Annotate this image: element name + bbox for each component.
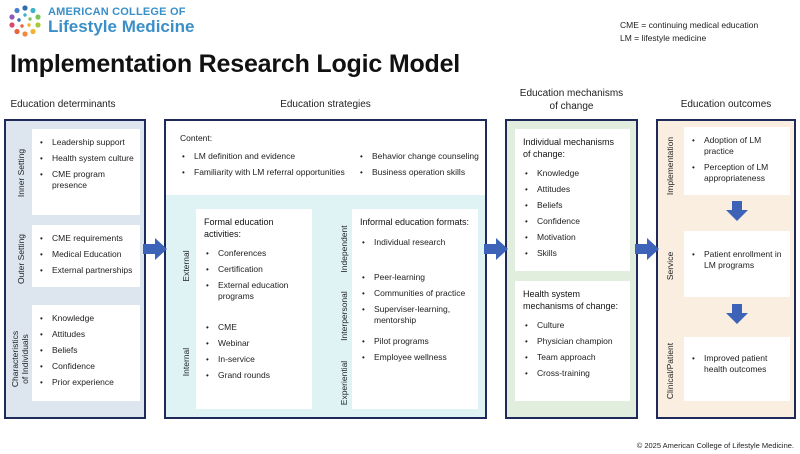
list-item: Conferences — [204, 248, 306, 259]
label-internal: Internal — [181, 347, 191, 377]
list-item: Business operation skills — [358, 167, 483, 178]
heading-outcomes: Education outcomes — [680, 99, 772, 110]
list-item: Webinar — [204, 338, 306, 349]
list-item: Medical Education — [38, 249, 134, 260]
list-item: Improved patient health outcomes — [690, 353, 784, 375]
right-arrow-icon — [484, 238, 508, 260]
list-item: Cross-training — [523, 368, 624, 379]
abbreviation-legend: CME = continuing medical education LM = … — [620, 19, 758, 45]
logo-dots-ring-icon — [9, 5, 41, 37]
legend-lm: LM = lifestyle medicine — [620, 33, 707, 43]
list-item: Prior experience — [38, 377, 134, 388]
brand-line2: Lifestyle Medicine — [48, 17, 195, 36]
list-item: Culture — [523, 320, 624, 331]
card-inner-setting: Leadership support Health system culture… — [32, 129, 140, 215]
list-item: CME — [204, 322, 306, 333]
right-arrow-icon — [143, 238, 167, 260]
label-clinical-patient: Clinical/Patient — [665, 342, 675, 400]
list-item: Behavior change counseling — [358, 151, 483, 162]
card-characteristics: Knowledge Attitudes Beliefs Confidence P… — [32, 305, 140, 401]
list-item: Attitudes — [38, 329, 134, 340]
legend-cme: CME = continuing medical education — [620, 20, 759, 30]
list-item: Confidence — [38, 361, 134, 372]
card-service: Patient enrollment in LM programs — [684, 231, 790, 297]
strategies-column: Content: LM definition and evidence Fami… — [164, 119, 487, 419]
list-item: Knowledge — [523, 168, 624, 179]
brand-logo: AMERICAN COLLEGE OF Lifestyle Medicine — [8, 4, 208, 38]
health-title: Health system mechanisms of change: — [523, 289, 619, 311]
list-item: External partnerships — [38, 265, 134, 276]
list-item: In-service — [204, 354, 306, 365]
list-item: Employee wellness — [360, 352, 472, 363]
list-item: Adoption of LM practice — [690, 135, 784, 157]
list-item: Familiarity with LM referral opportuniti… — [180, 167, 360, 178]
list-item: Grand rounds — [204, 370, 306, 381]
copyright: © 2025 American College of Lifestyle Med… — [636, 441, 794, 450]
list-item: External education programs — [204, 280, 306, 302]
list-item: LM definition and evidence — [180, 151, 360, 162]
card-health-system-mechanisms: Health system mechanisms of change: Cult… — [515, 281, 630, 401]
informal-title: Informal education formats: — [360, 217, 470, 227]
card-individual-mechanisms: Individual mechanisms of change: Knowled… — [515, 129, 630, 271]
label-characteristics-line1: Characteristics — [10, 330, 20, 388]
determinants-column: Inner Setting Leadership support Health … — [4, 119, 146, 419]
brand-line1: AMERICAN COLLEGE OF — [48, 6, 186, 18]
list-item: CME program presence — [38, 169, 134, 191]
card-implementation: Adoption of LM practice Perception of LM… — [684, 127, 790, 195]
list-item: Perception of LM appropriateness — [690, 162, 784, 184]
list-item: Motivation — [523, 232, 624, 243]
label-interpersonal: Interpersonal — [339, 291, 349, 341]
individual-title: Individual mechanisms of change: — [523, 137, 615, 159]
down-arrow-icon — [726, 201, 748, 221]
list-item: Certification — [204, 264, 306, 275]
mechanisms-column: Individual mechanisms of change: Knowled… — [505, 119, 638, 419]
heading-strategies: Education strategies — [280, 99, 371, 110]
card-outer-setting: CME requirements Medical Education Exter… — [32, 225, 140, 287]
list-item: CME requirements — [38, 233, 134, 244]
list-item: Pilot programs — [360, 336, 472, 347]
list-item: Communities of practice — [360, 288, 472, 299]
label-independent: Independent — [339, 225, 349, 273]
label-outer-setting: Outer Setting — [16, 233, 26, 285]
label-characteristics-line2: of Individuals — [20, 334, 30, 384]
list-item: Skills — [523, 248, 624, 259]
list-item: Confidence — [523, 216, 624, 227]
page-title: Implementation Research Logic Model — [10, 50, 461, 78]
outcomes-column: Implementation Adoption of LM practice P… — [656, 119, 796, 419]
label-experiential: Experiential — [339, 360, 349, 406]
list-item: Individual research — [360, 237, 472, 248]
list-item: Beliefs — [523, 200, 624, 211]
down-arrow-icon — [726, 304, 748, 324]
list-item: Beliefs — [38, 345, 134, 356]
list-item: Attitudes — [523, 184, 624, 195]
card-content: Content: LM definition and evidence Fami… — [166, 121, 485, 195]
list-item: Peer-learning — [360, 272, 472, 283]
card-informal-formats: Informal education formats: Individual r… — [352, 209, 478, 409]
list-item: Patient enrollment in LM programs — [690, 249, 784, 271]
heading-mechanisms-line2: of change — [549, 101, 594, 112]
list-item: Health system culture — [38, 153, 134, 164]
label-external: External — [181, 250, 191, 282]
right-arrow-icon — [635, 238, 659, 260]
content-label: Content: — [180, 133, 213, 143]
list-item: Team approach — [523, 352, 624, 363]
heading-mechanisms: Education mechanisms of change — [505, 87, 638, 113]
label-characteristics: Characteristics of Individuals — [10, 319, 30, 399]
list-item: Physician champion — [523, 336, 624, 347]
formal-title: Formal education activities: — [204, 217, 274, 239]
list-item: Superviser-learning, mentorship — [360, 304, 472, 326]
label-service: Service — [665, 251, 675, 281]
label-inner-setting: Inner Setting — [16, 148, 26, 198]
list-item: Knowledge — [38, 313, 134, 324]
card-clinical-patient: Improved patient health outcomes — [684, 337, 790, 401]
list-item: Leadership support — [38, 137, 134, 148]
card-formal-activities: Formal education activities: Conferences… — [196, 209, 312, 409]
label-implementation: Implementation — [665, 136, 675, 196]
heading-determinants: Education determinants — [10, 99, 116, 110]
heading-mechanisms-line1: Education mechanisms — [519, 88, 624, 99]
